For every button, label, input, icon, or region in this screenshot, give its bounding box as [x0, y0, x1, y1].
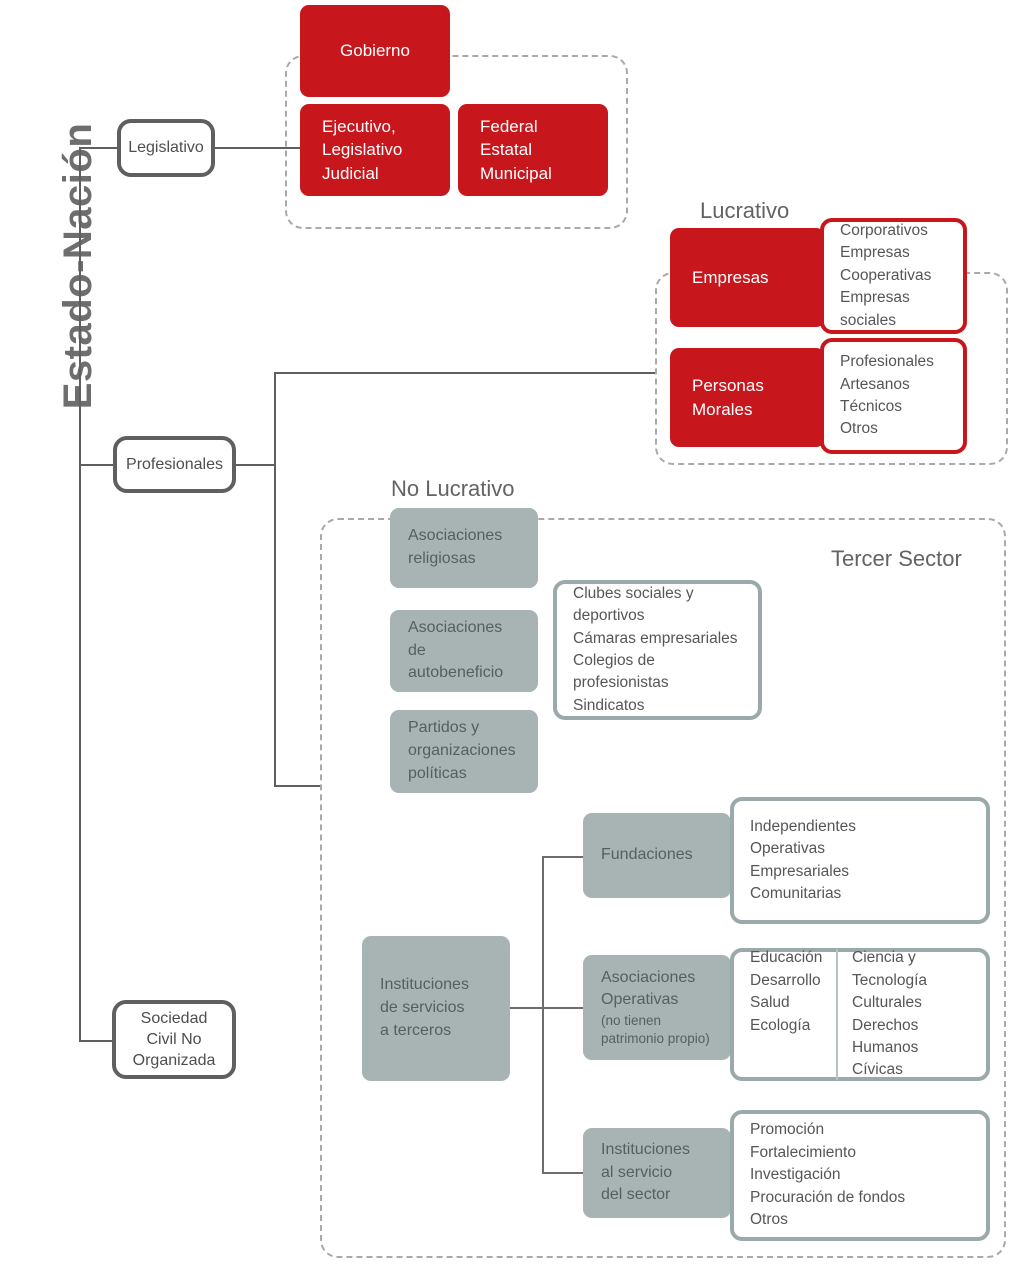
sidebar-item-profesionales[interactable]: Profesionales: [113, 436, 236, 493]
detail-asociaciones-operativas-col-a: Educación Desarrollo Salud Ecología: [750, 949, 823, 1034]
box-instituciones-servicio-sector-label: Instituciones al servicio del sector: [601, 1140, 690, 1204]
box-partidos-politicos[interactable]: Partidos y organizaciones políticas: [390, 710, 538, 793]
detail-asociaciones-operativas-col-b: Ciencia y Tecnología Culturales Derechos…: [852, 949, 928, 1079]
box-asociaciones-autobeneficio-label: Asociaciones de autobeneficio: [408, 618, 504, 682]
box-asociaciones-operativas[interactable]: Asociaciones Operativas (no tienen patri…: [583, 955, 731, 1060]
sidebar-item-sociedad-civil[interactable]: Sociedad Civil No Organizada: [112, 1000, 236, 1079]
detail-fundaciones-list: Independientes Operativas Empresariales …: [750, 817, 857, 902]
detail-empresas-list: Corporativos Empresas Cooperativas Empre…: [840, 221, 932, 329]
section-heading-lucrativo: Lucrativo: [700, 198, 790, 223]
spine-stub-legislativo: [79, 147, 117, 149]
box-instituciones-servicios-terceros[interactable]: Instituciones de servicios a terceros: [362, 936, 510, 1081]
detail-instituciones-servicio-sector-list: Promoción Fortalecimiento Investigación …: [750, 1121, 906, 1229]
detail-asociaciones-operativas[interactable]: Educación Desarrollo Salud Ecología Cien…: [730, 948, 990, 1081]
box-partidos-politicos-label: Partidos y organizaciones políticas: [408, 719, 516, 782]
box-empresas-label: Empresas: [692, 267, 769, 287]
box-asociaciones-operativas-label: Asociaciones Operativas: [601, 968, 696, 1009]
box-poderes[interactable]: Ejecutivo, Legislativo Judicial: [300, 104, 450, 196]
connector-servicios-instituciones-sector: [542, 1172, 584, 1174]
connector-profesionales-lucrativo: [274, 372, 656, 374]
connector-profesionales-no-lucrativo: [274, 785, 322, 787]
box-fundaciones[interactable]: Fundaciones: [583, 813, 731, 898]
detail-personas-morales[interactable]: Profesionales Artesanos Técnicos Otros: [820, 338, 967, 454]
box-fundaciones-label: Fundaciones: [601, 846, 693, 864]
connector-legislativo-gobierno: [215, 147, 301, 149]
spine-stub-sociedad-civil: [79, 1040, 112, 1042]
box-ordenes-gobierno[interactable]: Federal Estatal Municipal: [458, 104, 608, 196]
box-gobierno[interactable]: Gobierno: [300, 5, 450, 97]
node-label-legislativo: Legislativo: [128, 139, 204, 157]
box-personas-morales-label: Personas Morales: [692, 376, 764, 419]
spine-stub-profesionales: [79, 464, 113, 466]
detail-instituciones-servicio-sector[interactable]: Promoción Fortalecimiento Investigación …: [730, 1110, 990, 1241]
box-ordenes-gobierno-label: Federal Estatal Municipal: [480, 116, 552, 183]
box-asociaciones-religiosas[interactable]: Asociaciones religiosas: [390, 508, 538, 588]
section-heading-no-lucrativo: No Lucrativo: [391, 476, 515, 501]
node-label-sociedad-civil: Sociedad Civil No Organizada: [132, 1009, 216, 1070]
connector-profesionales-stub: [236, 464, 276, 466]
box-gobierno-label: Gobierno: [340, 41, 410, 61]
box-asociaciones-religiosas-label: Asociaciones religiosas: [408, 527, 503, 567]
column-divider: [836, 949, 839, 1080]
box-instituciones-servicios-terceros-label: Instituciones de servicios a terceros: [380, 976, 469, 1039]
node-label-profesionales: Profesionales: [126, 455, 223, 473]
detail-asociaciones-operativas-columns: Educación Desarrollo Salud Ecología Cien…: [750, 947, 970, 1082]
box-personas-morales[interactable]: Personas Morales: [670, 348, 825, 447]
spine-vertical-line: [79, 147, 81, 1042]
detail-personas-morales-list: Profesionales Artesanos Técnicos Otros: [840, 353, 934, 438]
section-heading-tercer-sector: Tercer Sector: [831, 546, 962, 571]
box-instituciones-servicio-sector[interactable]: Instituciones al servicio del sector: [583, 1128, 731, 1218]
detail-autobeneficio[interactable]: Clubes sociales y deportivos Cámaras emp…: [553, 580, 762, 720]
connector-servicios-branch: [542, 856, 544, 1174]
no-lucrativo-dashed-region: [320, 518, 1006, 1258]
box-poderes-label: Ejecutivo, Legislativo Judicial: [322, 116, 403, 183]
connector-servicios-stub: [510, 1007, 544, 1009]
government-dashed-region: [285, 55, 628, 229]
connector-servicios-fundaciones: [542, 856, 584, 858]
detail-empresas[interactable]: Corporativos Empresas Cooperativas Empre…: [820, 218, 967, 334]
sidebar-item-legislativo[interactable]: Legislativo: [117, 119, 215, 177]
connector-servicios-asociaciones-operativas: [542, 1007, 584, 1009]
box-asociaciones-autobeneficio[interactable]: Asociaciones de autobeneficio: [390, 610, 538, 692]
detail-fundaciones[interactable]: Independientes Operativas Empresariales …: [730, 797, 990, 924]
connector-profesionales-branch: [274, 372, 276, 786]
detail-autobeneficio-list: Clubes sociales y deportivos Cámaras emp…: [573, 584, 738, 714]
box-asociaciones-operativas-note: (no tienen patrimonio propio): [601, 1013, 710, 1047]
box-empresas[interactable]: Empresas: [670, 228, 825, 327]
